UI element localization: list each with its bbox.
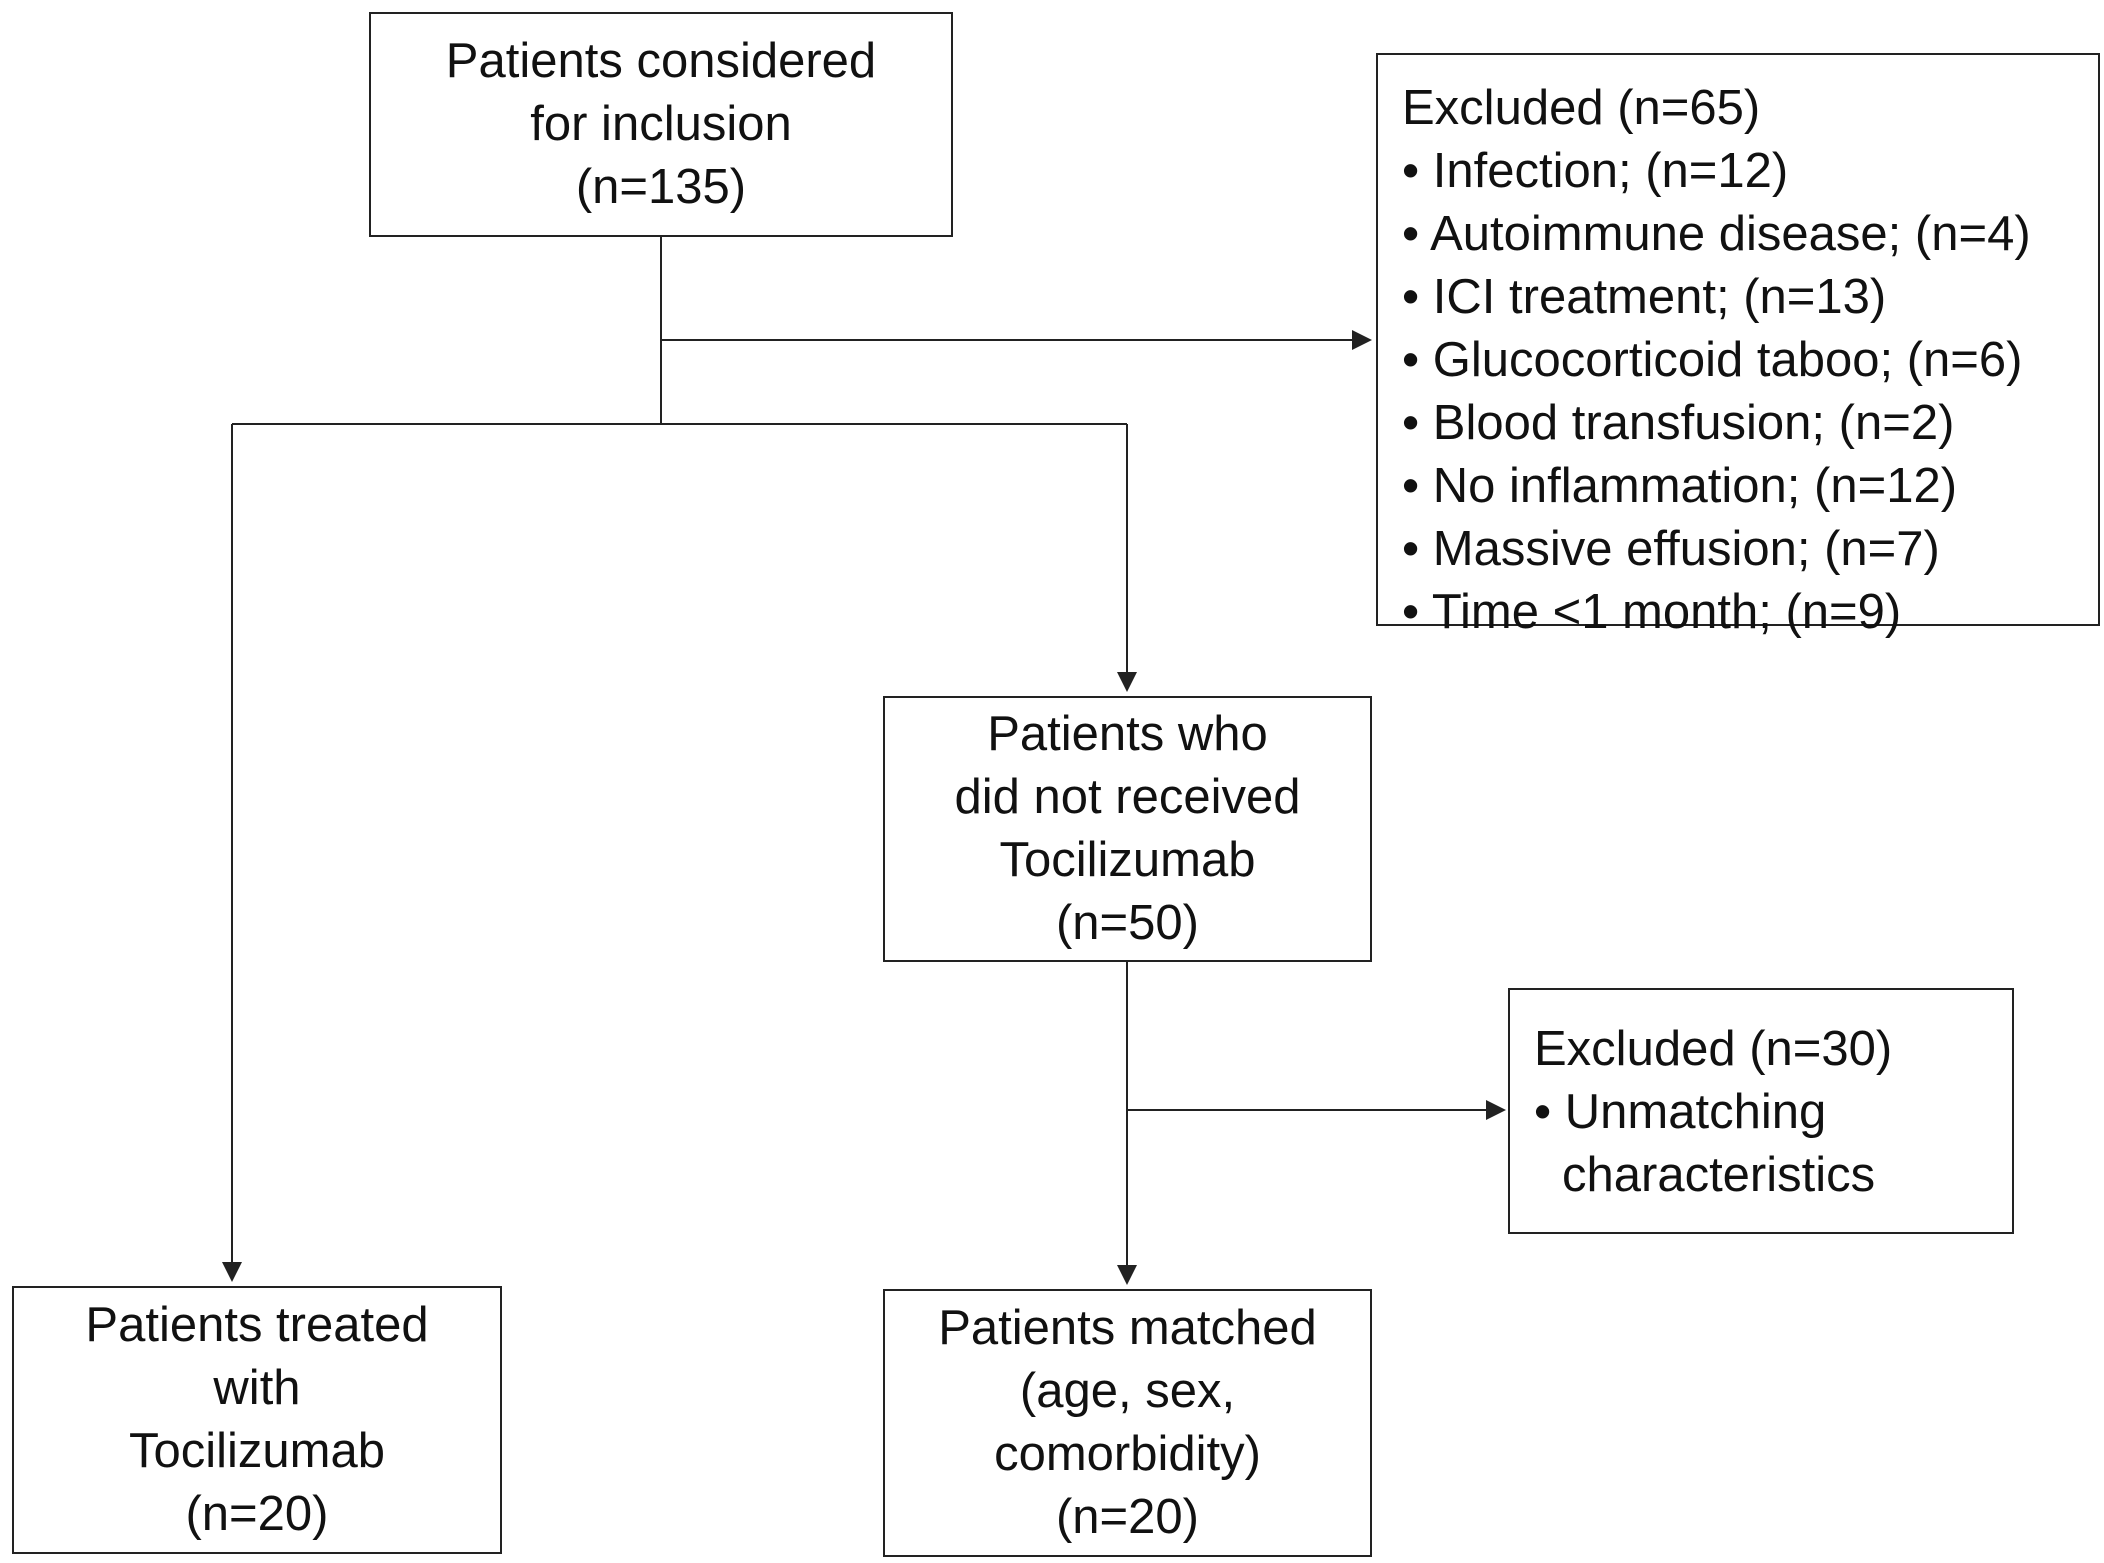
excluded-first-item: ICI treatment; (n=13): [1402, 266, 2098, 329]
excluded-first-item: Blood transfusion; (n=2): [1402, 392, 2098, 455]
excluded-first-item: Glucocorticoid taboo; (n=6): [1402, 329, 2098, 392]
excluded-first-item: Massive effusion; (n=7): [1402, 518, 2098, 581]
treated-line-4: (n=20): [185, 1487, 329, 1541]
considered-line-2: for inclusion: [530, 97, 792, 151]
excluded-first-item: Autoimmune disease; (n=4): [1402, 203, 2098, 266]
not-received-line-4: (n=50): [1055, 896, 1199, 950]
treated-box: Patients treated with Tocilizumab (n=20): [12, 1286, 502, 1554]
not-received-line-2: did not received: [954, 770, 1301, 824]
matched-line-4: (n=20): [1055, 1490, 1199, 1544]
not-received-line-3: Tocilizumab: [999, 833, 1256, 887]
excluded-first-item: Infection; (n=12): [1402, 140, 2098, 203]
excluded-first-box: Excluded (n=65) Infection; (n=12) Autoim…: [1376, 53, 2100, 639]
matched-box: Patients matched (age, sex, comorbidity)…: [883, 1289, 1372, 1557]
excluded-second-item: Unmatching: [1534, 1081, 2012, 1144]
matched-line-2: (age, sex,: [1019, 1364, 1236, 1418]
not-received-box: Patients who did not received Tocilizuma…: [883, 696, 1372, 962]
excluded-first-item: Time <1 month; (n=9): [1402, 581, 2098, 644]
matched-line-3: comorbidity): [994, 1427, 1261, 1481]
treated-line-2: with: [213, 1361, 301, 1415]
matched-line-1: Patients matched: [938, 1301, 1317, 1355]
treated-line-3: Tocilizumab: [129, 1424, 385, 1478]
excluded-second-item-continued: characteristics: [1562, 1148, 1876, 1202]
not-received-line-1: Patients who: [987, 707, 1268, 761]
excluded-first-item: No inflammation; (n=12): [1402, 455, 2098, 518]
excluded-first-title: Excluded (n=65): [1402, 81, 1761, 135]
considered-box: Patients considered for inclusion (n=135…: [369, 12, 953, 237]
considered-line-3: (n=135): [575, 160, 747, 214]
treated-line-1: Patients treated: [85, 1298, 429, 1352]
considered-line-1: Patients considered: [445, 34, 877, 88]
excluded-second-title: Excluded (n=30): [1534, 1022, 1893, 1076]
excluded-second-box: Excluded (n=30) Unmatching characteristi…: [1508, 988, 2014, 1234]
